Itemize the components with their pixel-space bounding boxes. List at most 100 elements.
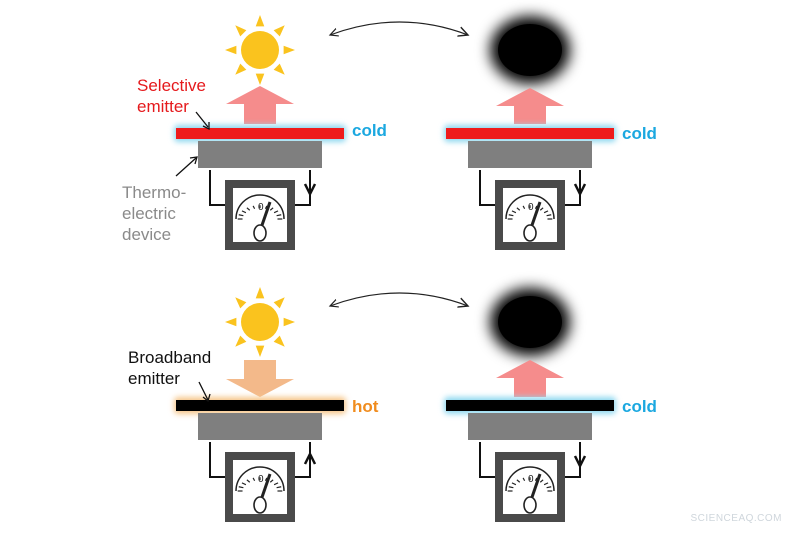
current-arrow-down-icon [573,183,587,197]
wire-right [295,170,311,206]
circuit-wire [479,442,581,478]
meter-tick [241,210,247,214]
meter-tick [534,205,538,210]
meter-tick [543,482,549,486]
emitter-layer [176,128,344,139]
pointer-head [202,393,211,403]
broadband-label-line2: emitter [128,369,180,388]
selective-emitter-label-line1: Selective [137,76,206,95]
night-sky-core [498,24,562,76]
meter-tick [511,482,517,486]
current-arrow-up-icon [303,451,317,465]
meter-tick [273,482,279,486]
thermoelectric-device-label: Thermo- electric device [122,182,186,245]
meter-tick [264,205,268,210]
sun-ray [225,317,237,327]
meter-tick [539,479,544,483]
sun-ray [283,317,295,327]
wire-left [209,170,225,206]
thermoelectric-device [198,413,322,440]
pointer-selective [195,111,209,128]
night-sky-core [498,296,562,348]
wire-left [479,170,495,206]
double-arrow-icon [330,21,468,35]
pointer-head [189,156,198,165]
sun-ray [235,63,247,75]
meter-tick [539,207,544,211]
broadband-label-line1: Broadband [128,348,212,367]
sun-ray [273,63,285,75]
meter-knob [523,224,537,242]
state-label-bottom-night: cold [622,397,657,416]
meter-tick [269,207,274,211]
meter-tick [273,210,279,214]
arrow-up-icon [496,88,564,124]
meter-tick [546,486,552,489]
thermo-label-line2: electric [122,204,176,223]
meter-tick [522,205,526,210]
panel-top-day: 0 [174,15,346,250]
thermoelectric-device [468,413,592,440]
sun-rays [225,287,295,357]
meter-zero-label: 0 [528,202,534,213]
thermoelectric-device [198,141,322,168]
meter-tick [238,486,244,489]
wire-right [565,170,581,206]
selective-emitter-label-line2: emitter [137,97,189,116]
arrow-down-icon [226,360,294,397]
meter-scale [505,466,555,492]
curve-path [329,292,468,306]
circuit-wire [209,170,311,206]
meter-tick [522,477,526,482]
sun-ray [273,335,285,347]
current-arrow-down-icon [573,455,587,469]
meter-knob [523,496,537,514]
sun-ray [283,45,295,55]
wire-left [479,442,495,478]
double-arrow-icon [329,292,468,306]
wire-right [565,442,581,478]
meter-tick [238,214,244,217]
meter-scale [505,194,555,220]
meter-knob [253,224,267,242]
sun-ray [255,345,265,357]
thermo-label-line3: device [122,225,172,244]
broadband-emitter-label: Broadband emitter [128,347,211,389]
pointer-head [202,122,210,131]
arrow-up-icon [496,360,564,397]
meter-tick [252,205,256,210]
state-label-top-day: cold [352,121,387,140]
sun-disc [241,31,279,69]
meter-zero-label: 0 [258,474,264,485]
sun-ray [255,287,265,299]
panel-bottom-day: 0 [174,287,346,522]
sun-ray [273,297,285,309]
current-arrow-down-icon [303,183,317,197]
meter-tick [264,477,268,482]
meter-tick [543,210,549,214]
meter-tick [516,479,521,483]
panel-bottom-night: 0 [444,288,616,522]
meter-tick [508,486,514,489]
meter-icon: 0 [225,180,295,250]
panel-top-night: 0 [444,16,616,250]
meter-tick [511,210,517,214]
sun-ray [235,25,247,37]
thermo-label-line1: Thermo- [122,183,187,202]
sun-rays [225,15,295,85]
sun-ray [235,297,247,309]
emitter-layer [446,400,614,411]
meter-tick [246,479,251,483]
label-pointers [175,111,211,403]
pointer-broadband [198,381,209,401]
meter-tick [241,482,247,486]
selective-emitter-label: Selective emitter [137,75,206,117]
meter-tick [508,214,514,217]
meter-icon: 0 [225,452,295,522]
circuit-wire [479,170,581,206]
sun-ray [255,73,265,85]
meter-scale [235,194,285,220]
meter-tick [276,486,282,489]
meter-icon: 0 [495,180,565,250]
